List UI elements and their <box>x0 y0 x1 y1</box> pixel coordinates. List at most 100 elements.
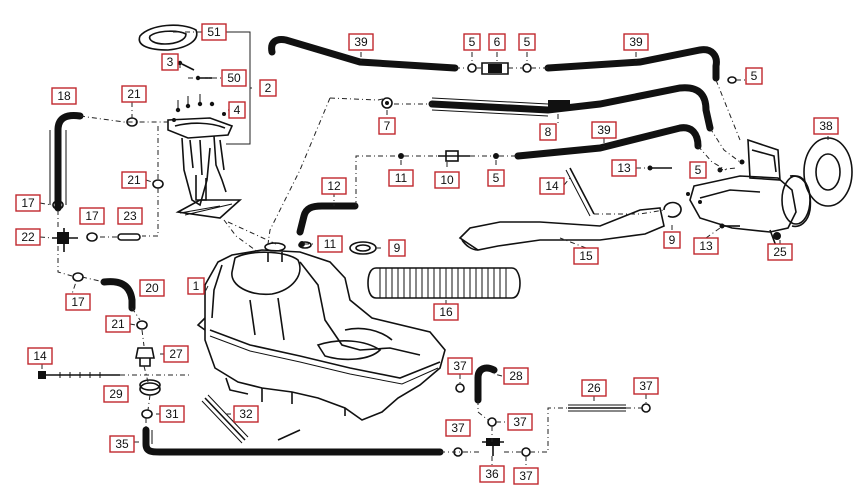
callout-21: 21 <box>121 171 147 189</box>
svg-text:7: 7 <box>384 119 391 133</box>
callout-37: 37 <box>513 467 539 485</box>
top-hoses <box>268 36 737 255</box>
svg-text:51: 51 <box>207 25 221 39</box>
callout-26: 26 <box>581 379 607 397</box>
callout-39: 39 <box>348 33 374 51</box>
callout-27: 27 <box>163 345 189 363</box>
svg-text:37: 37 <box>639 379 653 393</box>
fuel-pump-assembly <box>167 94 243 219</box>
svg-text:5: 5 <box>524 35 531 49</box>
callout-10: 10 <box>434 171 460 189</box>
fuel-tank <box>196 241 446 421</box>
callout-7: 7 <box>378 117 396 135</box>
callout-4: 4 <box>228 101 246 119</box>
svg-text:4: 4 <box>234 103 241 117</box>
callout-51: 51 <box>201 23 227 41</box>
callout-17: 17 <box>15 194 41 212</box>
svg-text:28: 28 <box>509 369 523 383</box>
callout-9: 9 <box>388 239 406 257</box>
callout-12: 12 <box>321 177 347 195</box>
svg-text:39: 39 <box>597 123 611 137</box>
callout-23: 23 <box>117 207 143 225</box>
svg-text:14: 14 <box>545 179 559 193</box>
svg-text:11: 11 <box>395 171 408 185</box>
callout-21: 21 <box>121 85 147 103</box>
callout-36: 36 <box>479 465 505 483</box>
svg-text:5: 5 <box>469 35 476 49</box>
callout-37: 37 <box>633 377 659 395</box>
callout-13: 13 <box>611 159 637 177</box>
svg-text:50: 50 <box>227 71 241 85</box>
svg-text:12: 12 <box>327 179 341 193</box>
svg-text:14: 14 <box>33 349 47 363</box>
callout-29: 29 <box>103 385 129 403</box>
svg-text:39: 39 <box>629 35 643 49</box>
callout-32: 32 <box>233 405 259 423</box>
callout-5: 5 <box>463 33 481 51</box>
svg-text:32: 32 <box>239 407 253 421</box>
gasket-ring <box>138 24 198 51</box>
svg-text:3: 3 <box>167 55 174 69</box>
callout-2: 2 <box>259 79 277 97</box>
svg-text:13: 13 <box>617 161 631 175</box>
callout-22: 22 <box>15 228 41 246</box>
callout-15: 15 <box>573 247 599 265</box>
vent-hoses-bottom <box>440 364 651 457</box>
screws <box>177 60 212 81</box>
callout-11: 11 <box>317 235 343 253</box>
svg-text:21: 21 <box>111 317 125 331</box>
svg-text:9: 9 <box>669 233 676 247</box>
callout-5: 5 <box>745 67 763 85</box>
svg-text:39: 39 <box>354 35 368 49</box>
callout-37: 37 <box>445 419 471 437</box>
callout-18: 18 <box>51 87 77 105</box>
svg-text:37: 37 <box>453 359 467 373</box>
svg-text:5: 5 <box>751 69 758 83</box>
filler-neck <box>367 167 665 299</box>
svg-text:8: 8 <box>545 125 552 139</box>
svg-text:17: 17 <box>71 295 85 309</box>
callout-3: 3 <box>161 53 179 71</box>
svg-text:13: 13 <box>699 239 713 253</box>
svg-text:11: 11 <box>324 237 337 251</box>
svg-text:26: 26 <box>587 381 601 395</box>
callout-14: 14 <box>27 347 53 365</box>
svg-text:5: 5 <box>493 171 500 185</box>
callout-6: 6 <box>488 33 506 51</box>
callout-labels: 51 39 5 6 5 39 3 50 2 5 18 21 4 7 8 39 3… <box>15 23 839 485</box>
svg-text:6: 6 <box>494 35 501 49</box>
svg-text:22: 22 <box>21 230 35 244</box>
svg-text:36: 36 <box>485 467 499 481</box>
callout-38: 38 <box>813 117 839 135</box>
svg-text:20: 20 <box>145 281 159 295</box>
svg-text:37: 37 <box>519 469 533 483</box>
svg-text:15: 15 <box>579 249 593 263</box>
svg-text:35: 35 <box>115 437 129 451</box>
callout-50: 50 <box>221 69 247 87</box>
svg-text:9: 9 <box>394 241 401 255</box>
callout-16: 16 <box>433 303 459 321</box>
callout-20: 20 <box>139 279 165 297</box>
svg-text:37: 37 <box>513 415 527 429</box>
svg-text:31: 31 <box>165 407 179 421</box>
callout-25: 25 <box>767 243 793 261</box>
callout-39: 39 <box>591 121 617 139</box>
leader-lines <box>39 31 829 466</box>
svg-text:16: 16 <box>439 305 453 319</box>
callout-31: 31 <box>159 405 185 423</box>
svg-text:23: 23 <box>123 209 137 223</box>
svg-text:25: 25 <box>773 245 787 259</box>
svg-text:21: 21 <box>127 173 141 187</box>
callout-14: 14 <box>539 177 565 195</box>
svg-text:27: 27 <box>169 347 183 361</box>
callout-37: 37 <box>447 357 473 375</box>
callout-39: 39 <box>623 33 649 51</box>
left-hose-group <box>38 112 444 456</box>
callout-9: 9 <box>663 231 681 249</box>
svg-text:1: 1 <box>193 279 200 293</box>
callout-5: 5 <box>689 161 707 179</box>
svg-text:21: 21 <box>127 87 141 101</box>
svg-text:2: 2 <box>265 81 272 95</box>
callout-17: 17 <box>65 293 91 311</box>
svg-text:5: 5 <box>695 163 702 177</box>
